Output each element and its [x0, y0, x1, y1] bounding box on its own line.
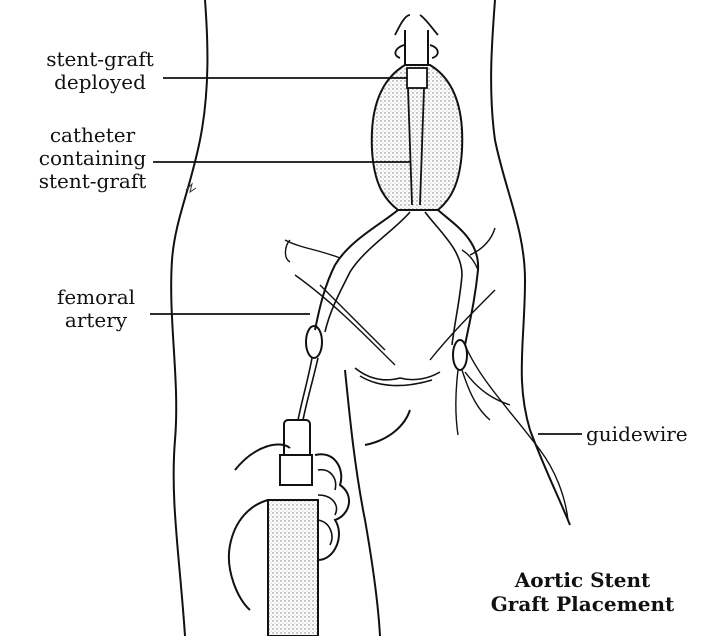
- guidewire-path: [465, 345, 568, 520]
- iliac-left-inner: [325, 212, 410, 332]
- iliac-right-inner: [425, 212, 462, 345]
- label-femoral-artery: femoral artery: [40, 286, 152, 332]
- label-catheter-line1: catheter: [30, 124, 155, 147]
- inner-thigh-curve: [365, 410, 410, 445]
- caption-line2: Graft Placement: [470, 592, 695, 616]
- body-outline-left: [171, 0, 207, 636]
- iliac-left: [315, 210, 398, 330]
- hand-fingers: [318, 470, 336, 545]
- device-hub-mid: [280, 455, 312, 485]
- label-catheter: catheter containing stent-graft: [30, 124, 155, 193]
- label-guidewire: guidewire: [586, 423, 688, 446]
- iliac-branches: [285, 228, 495, 270]
- label-catheter-line3: stent-graft: [30, 170, 155, 193]
- label-stent-graft-deployed-line2: deployed: [40, 71, 160, 94]
- device-sheath: [268, 500, 318, 636]
- label-femoral-artery-line2: artery: [40, 309, 152, 332]
- iliac-right: [438, 210, 478, 345]
- inner-leg-left: [345, 370, 380, 636]
- label-stent-graft-deployed: stent-graft deployed: [40, 48, 160, 94]
- femoral-artery-entry: [306, 326, 322, 358]
- aorta-top-branches: [395, 15, 438, 58]
- deployed-stent-top: [407, 68, 427, 88]
- label-catheter-line2: containing: [30, 147, 155, 170]
- device-hub-top: [284, 420, 310, 458]
- body-outline-right: [491, 0, 570, 525]
- label-stent-graft-deployed-line1: stent-graft: [40, 48, 160, 71]
- aorta-neck: [405, 30, 428, 65]
- label-femoral-artery-line1: femoral: [40, 286, 152, 309]
- pubic-bone: [355, 368, 440, 386]
- figure-caption: Aortic Stent Graft Placement: [470, 568, 695, 616]
- femoral-artery-right: [453, 340, 467, 370]
- delivery-catheter: [298, 358, 318, 420]
- caption-line1: Aortic Stent: [470, 568, 695, 592]
